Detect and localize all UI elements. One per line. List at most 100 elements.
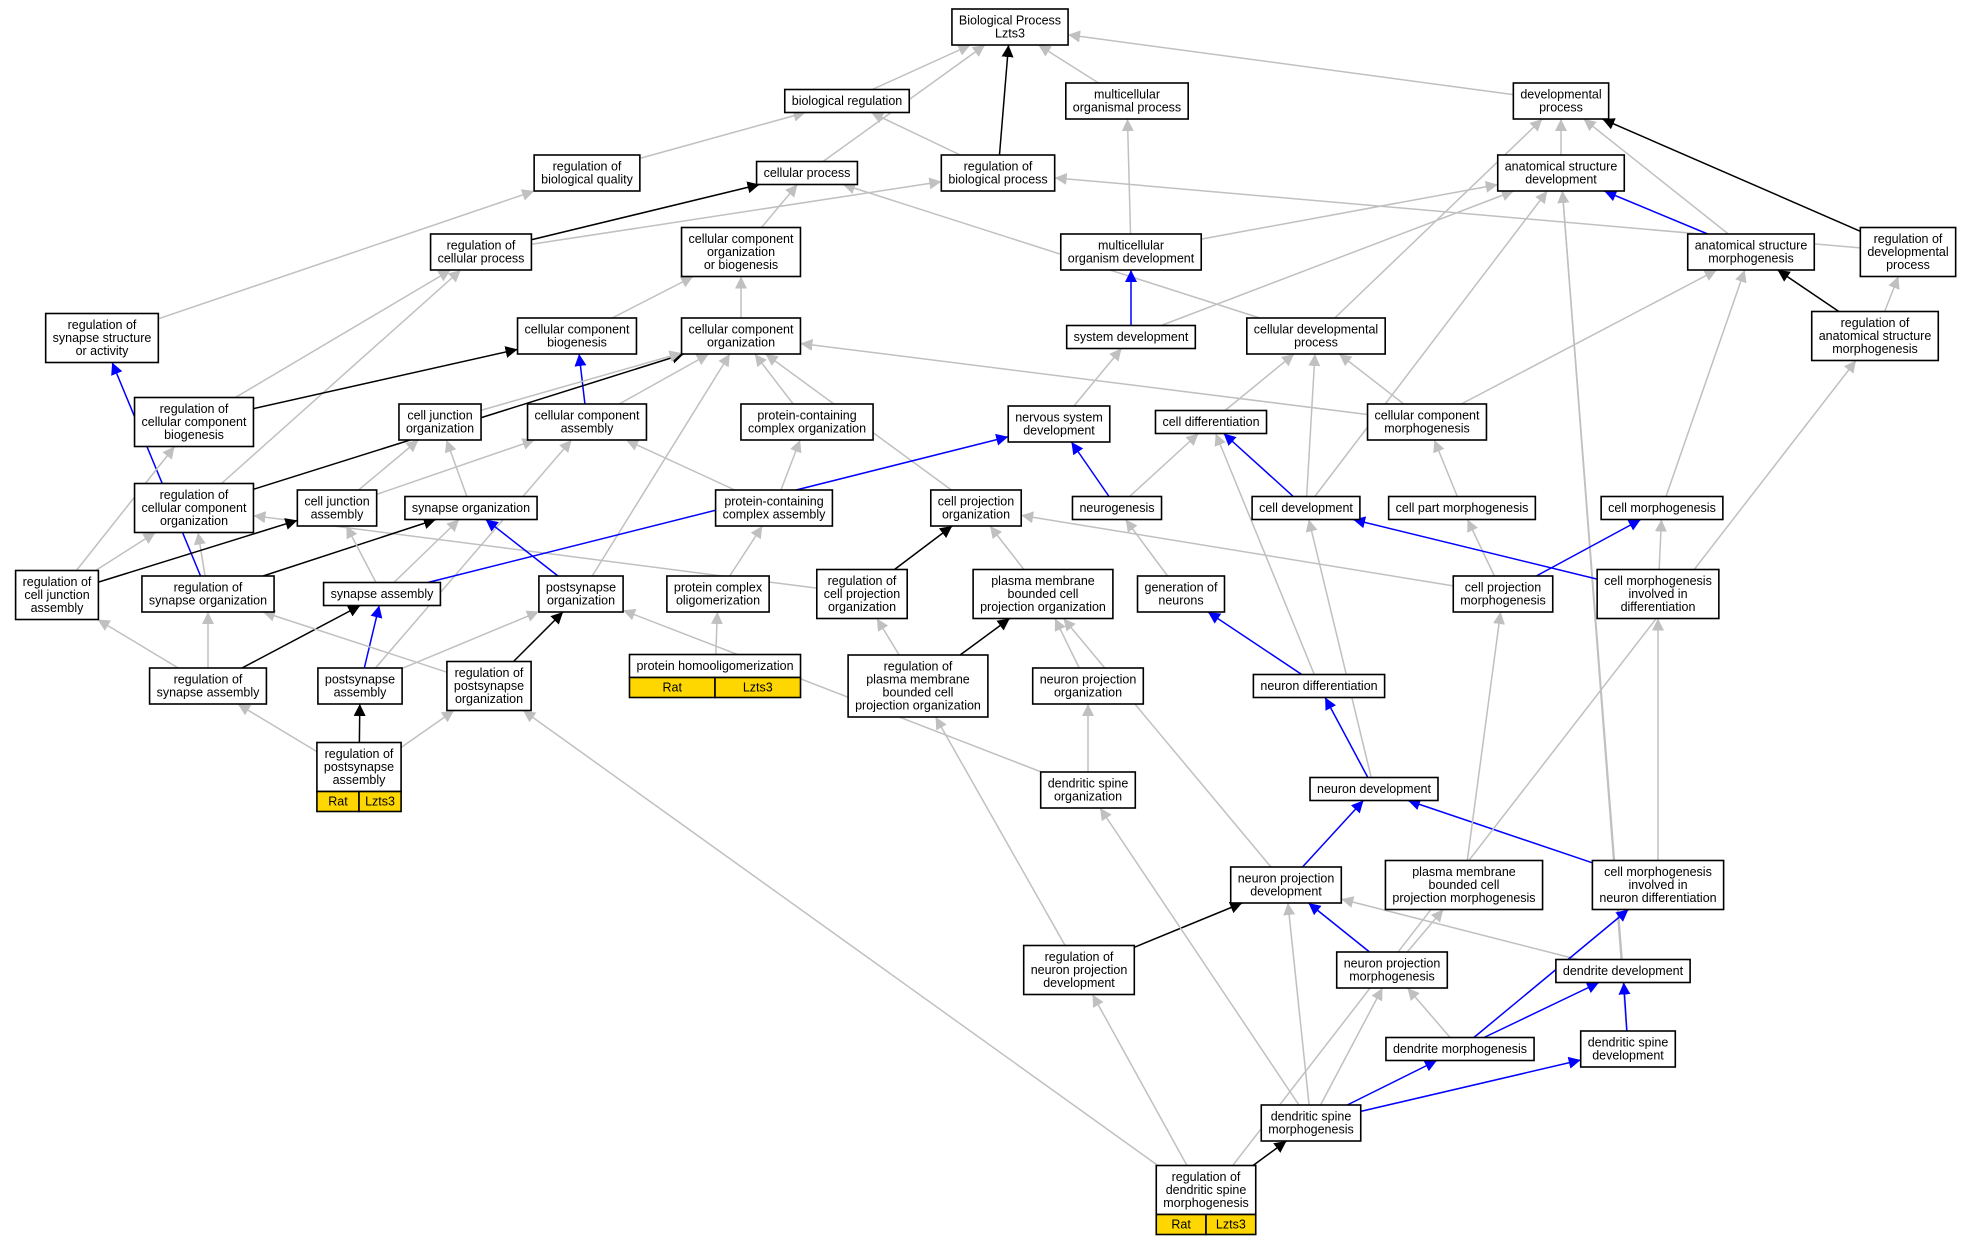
term-box xyxy=(1252,673,1386,699)
edge-is_a-gon-to-neurog xyxy=(1124,519,1169,577)
edge-is_a-cdiff-to-cdp xyxy=(1224,353,1295,412)
go-term-ndiff[interactable]: neuron differentiation xyxy=(1252,673,1386,699)
term-box xyxy=(755,160,859,186)
edge-is_a-bioreg-to-root xyxy=(872,44,971,91)
edge-is_a-cprojm-to-cpm xyxy=(1466,519,1496,577)
edge-is_a-rasm-to-rdp xyxy=(1883,276,1900,312)
go-term-sa[interactable]: synapse assembly xyxy=(322,581,442,607)
edge-regulates-rcpo-to-cpo xyxy=(894,525,953,571)
term-box xyxy=(316,741,402,793)
term-box xyxy=(1579,1030,1677,1068)
edge-is_a-rssa-to-rbq xyxy=(158,189,535,320)
term-box xyxy=(1591,859,1725,911)
go-term-bioreg[interactable]: biological regulation xyxy=(783,88,911,114)
edge-is_a-rpsa-to-rsa xyxy=(237,703,318,753)
go-term-celldev[interactable]: cell development xyxy=(1251,495,1361,521)
term-box xyxy=(44,312,160,364)
go-term-cpm[interactable]: cell part morphogenesis xyxy=(1387,495,1537,521)
go-term-dm[interactable]: dendrite morphogenesis xyxy=(1385,1036,1535,1062)
go-term-cm[interactable]: cell morphogenesis xyxy=(1600,495,1724,521)
edge-is_a-rccb-to-rcp xyxy=(234,269,451,399)
edge-is_a-celldev-to-asd xyxy=(1314,190,1548,497)
go-term-so[interactable]: synapse organization xyxy=(404,495,538,521)
term-box xyxy=(322,581,442,607)
term-box xyxy=(972,568,1114,620)
edge-is_a-rdsm-to-rnpd xyxy=(1091,994,1188,1166)
go-term-dd[interactable]: dendrite development xyxy=(1555,958,1691,984)
term-box xyxy=(526,403,648,441)
edge-is_a-cdp-to-cp xyxy=(842,182,1261,319)
term-box xyxy=(783,88,911,114)
go-term-nd[interactable]: neuron development xyxy=(1309,776,1439,802)
go-term-sysd[interactable]: system development xyxy=(1065,324,1197,350)
edge-is_a-ccb-to-ccob xyxy=(611,275,694,319)
go-term-neurog[interactable]: neurogenesis xyxy=(1071,495,1163,521)
edge-is_a-dd-to-npd xyxy=(1341,896,1579,961)
go-term-cdiff[interactable]: cell differentiation xyxy=(1154,409,1268,435)
go-term-cp[interactable]: cellular process xyxy=(755,160,859,186)
edge-regulates-rasm-to-asm xyxy=(1777,269,1840,313)
edge-is_a-rcja-to-rccb xyxy=(75,446,176,571)
term-box xyxy=(148,667,268,705)
edge-is_a-rpsa-to-rpso xyxy=(400,709,455,749)
edge-is_a-neurog-to-cdiff xyxy=(1129,432,1199,498)
